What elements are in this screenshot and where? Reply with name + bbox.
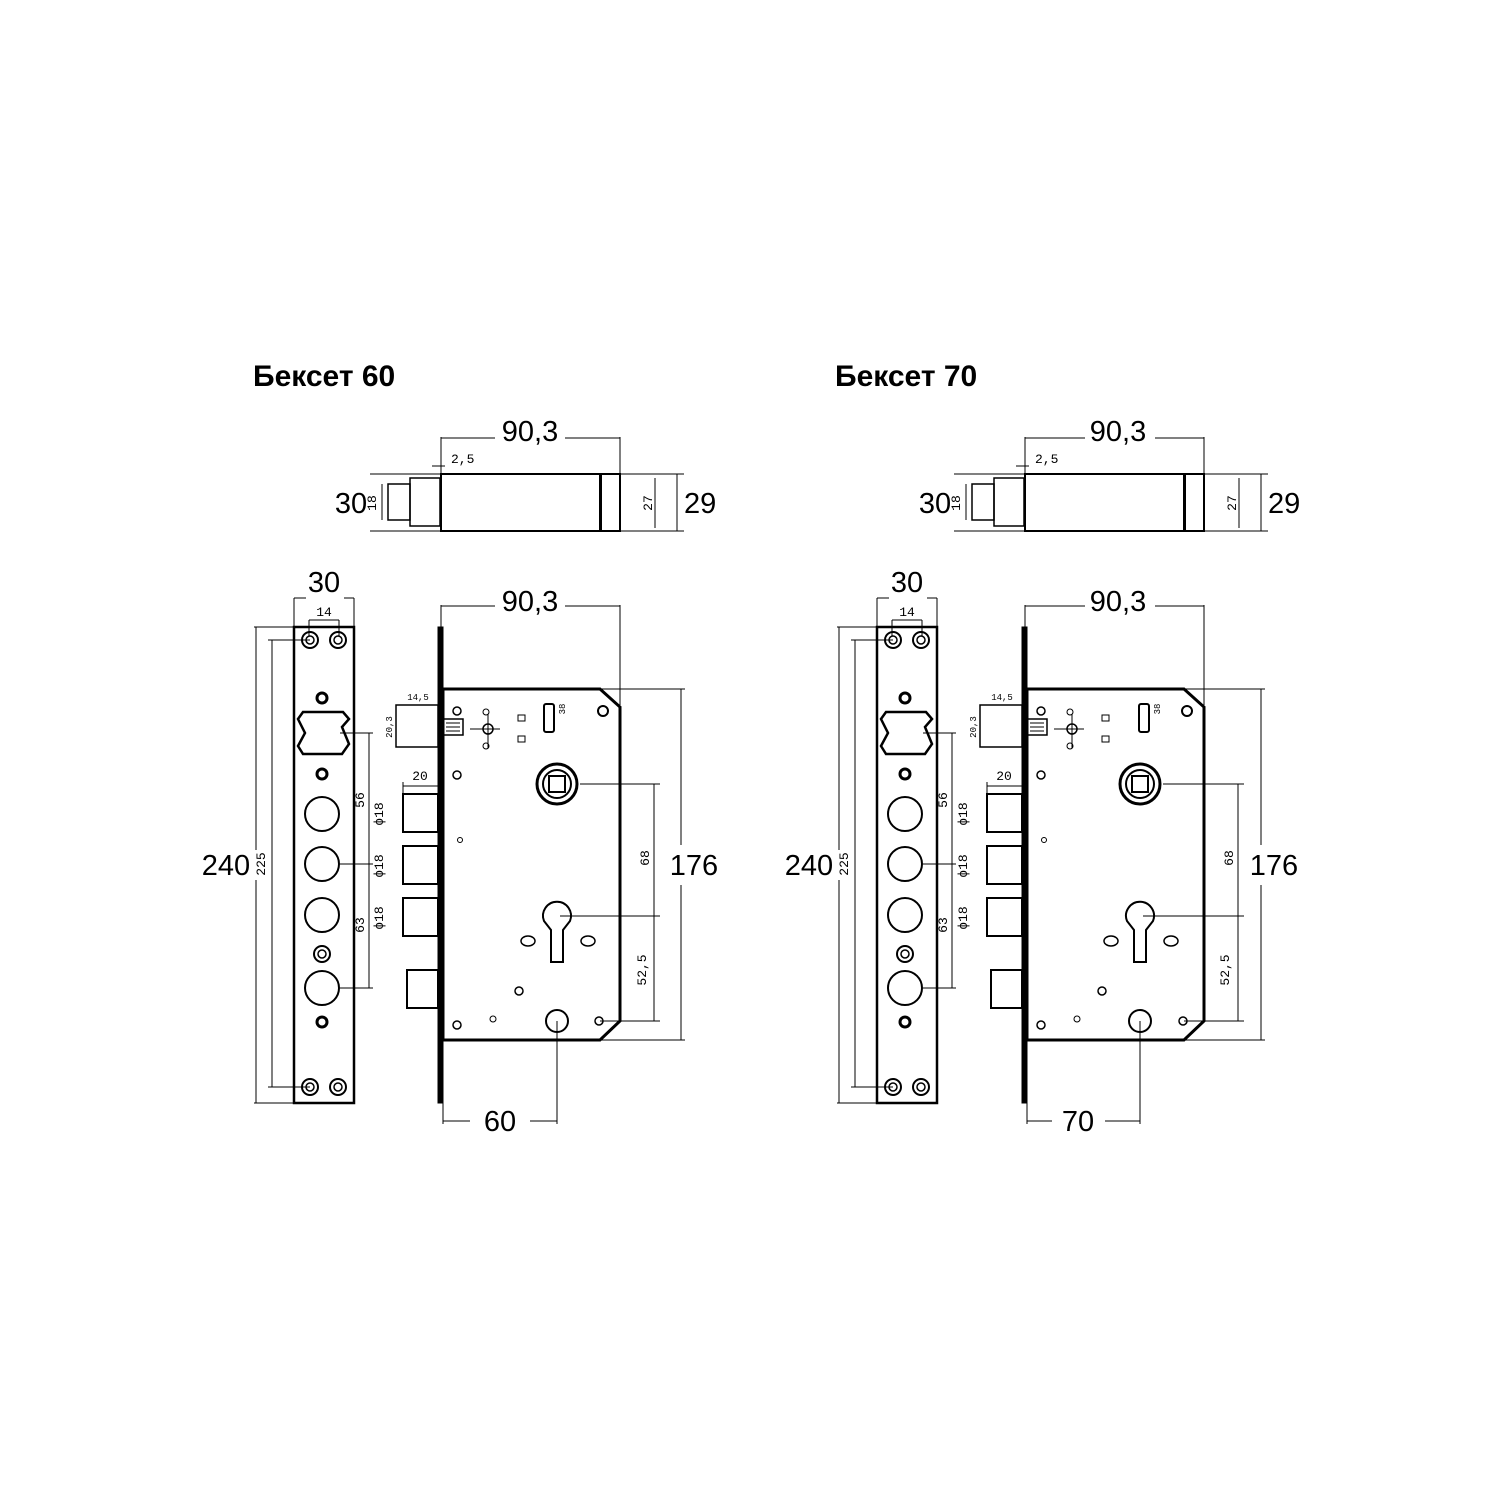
spindle-gap-label: 68 (1222, 850, 1237, 866)
slot-label: 38 (1153, 704, 1163, 715)
side-bolt-height-label: 18 (949, 495, 964, 511)
side-bolt-height-label: 18 (365, 495, 380, 511)
lock-body (979, 605, 1265, 1124)
side-plate-height-label: 27 (1225, 495, 1240, 511)
side-total-height-label: 29 (684, 488, 716, 520)
latch-width-label: 14,5 (407, 693, 429, 703)
side-height-label: 30 (919, 488, 951, 520)
latch-height-label: 20,3 (385, 716, 395, 738)
backset-label: 60 (484, 1106, 516, 1138)
side-length-label: 90,3 (502, 416, 558, 448)
side-height-label: 30 (335, 488, 367, 520)
cylinder-gap-label: 52,5 (1218, 954, 1233, 985)
faceplate (837, 597, 956, 1105)
faceplate-hole-spacing-label: 14 (899, 605, 915, 620)
bolt-diameter-1-label: ϕ18 (372, 802, 387, 825)
faceplate-width-label: 30 (308, 567, 340, 599)
latch-height-label: 20,3 (969, 716, 979, 738)
bolt-diameter-1-label: ϕ18 (956, 802, 971, 825)
body-height-label: 176 (1250, 850, 1298, 882)
faceplate-upper-gap-label: 56 (936, 792, 951, 808)
side-offset-label: 2,5 (1035, 452, 1058, 467)
latch-width-label: 14,5 (991, 693, 1013, 703)
variant-60-drawing: 90,3 2,5 30 18 27 29 (202, 416, 718, 1138)
bolt-diameter-2-label: ϕ18 (372, 854, 387, 877)
bolt-diameter-3-label: ϕ18 (956, 906, 971, 929)
faceplate-length-label: 240 (785, 850, 833, 882)
body-length-label: 90,3 (1090, 586, 1146, 618)
faceplate (254, 597, 373, 1105)
faceplate-hole-distance-label: 225 (254, 852, 269, 875)
faceplate-hole-spacing-label: 14 (316, 605, 332, 620)
faceplate-width-label: 30 (891, 567, 923, 599)
slot-label: 38 (558, 704, 568, 715)
bolt-depth-label: 20 (996, 769, 1012, 784)
variant-70-drawing: 90,3 2,5 30 18 27 29 (785, 416, 1300, 1138)
lock-body (395, 605, 685, 1124)
side-view (954, 437, 1268, 532)
bolt-depth-label: 20 (412, 769, 428, 784)
faceplate-upper-gap-label: 56 (353, 792, 368, 808)
side-view (370, 437, 684, 532)
bolt-diameter-3-label: ϕ18 (372, 906, 387, 929)
body-length-label: 90,3 (502, 586, 558, 618)
faceplate-lower-gap-label: 63 (353, 917, 368, 933)
side-offset-label: 2,5 (451, 452, 474, 467)
side-length-label: 90,3 (1090, 416, 1146, 448)
variant-60-title: Бексет 60 (253, 360, 396, 393)
faceplate-lower-gap-label: 63 (936, 917, 951, 933)
side-total-height-label: 29 (1268, 488, 1300, 520)
cylinder-gap-label: 52,5 (635, 954, 650, 985)
backset-label: 70 (1062, 1106, 1094, 1138)
variant-70-title: Бексет 70 (835, 360, 978, 393)
bolt-diameter-2-label: ϕ18 (956, 854, 971, 877)
faceplate-hole-distance-label: 225 (837, 852, 852, 875)
side-plate-height-label: 27 (641, 495, 656, 511)
spindle-gap-label: 68 (638, 850, 653, 866)
faceplate-length-label: 240 (202, 850, 250, 882)
body-height-label: 176 (670, 850, 718, 882)
